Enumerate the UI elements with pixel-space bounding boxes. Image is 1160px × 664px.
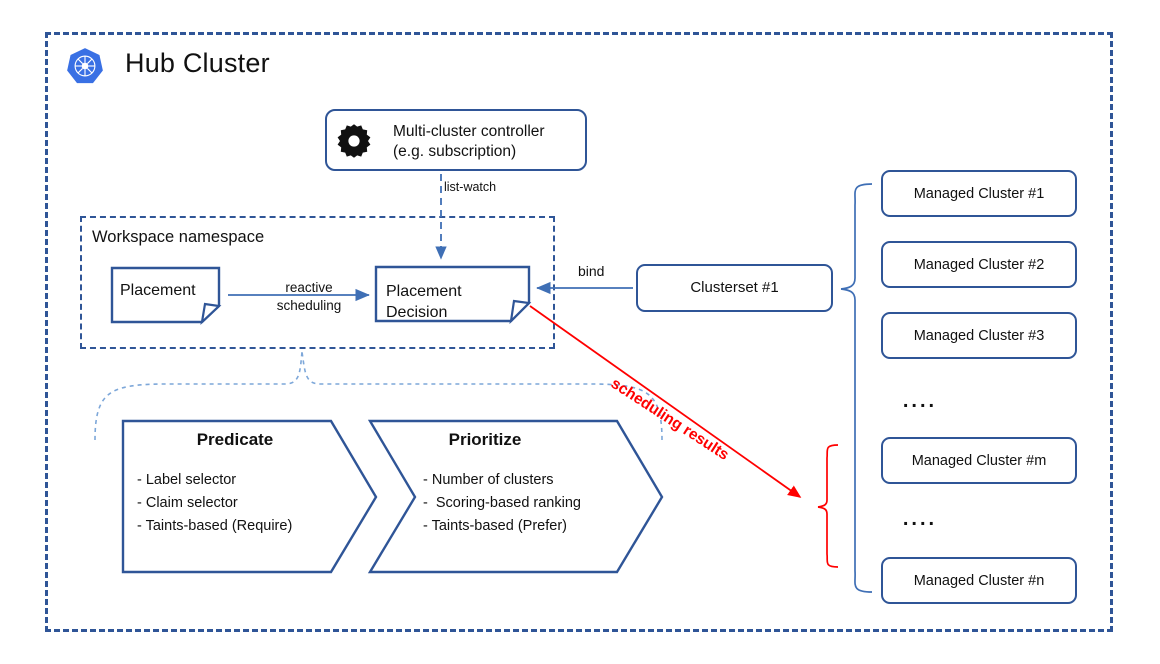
controller-line1: Multi-cluster controller xyxy=(393,123,545,140)
managed-cluster-3-box[interactable] xyxy=(881,312,1077,359)
predicate-title: Predicate xyxy=(196,430,274,449)
managed-cluster-m-box[interactable] xyxy=(881,437,1077,484)
managed-cluster-n-label: Managed Cluster #n xyxy=(913,573,1045,589)
managed-cluster-1-label: Managed Cluster #1 xyxy=(913,186,1045,202)
scheduling-results-brace xyxy=(817,444,839,568)
managed-cluster-ellipsis-top: .... xyxy=(902,390,938,412)
controller-line2: (e.g. subscription) xyxy=(393,143,517,160)
managed-cluster-2-label: Managed Cluster #2 xyxy=(913,257,1045,273)
hub-cluster-frame xyxy=(45,32,1113,632)
page-title: Hub Cluster xyxy=(125,48,270,78)
placement-decision-line1: Placement xyxy=(386,283,462,300)
controller-label: Multi-cluster controller (e.g. subscript… xyxy=(393,122,583,162)
gear-icon xyxy=(337,124,371,158)
reactive-scheduling-label: reactive scheduling xyxy=(254,279,364,315)
placement-decision-document-shape[interactable] xyxy=(374,265,532,325)
placement-document-shape[interactable] xyxy=(110,266,222,326)
placement-decision-line2: Decision xyxy=(386,304,448,321)
clusterset-brace xyxy=(840,183,873,593)
managed-cluster-2-box[interactable] xyxy=(881,241,1077,288)
managed-cluster-ellipsis-bottom: .... xyxy=(902,508,938,530)
managed-cluster-m-label: Managed Cluster #m xyxy=(911,453,1047,469)
prioritize-title: Prioritize xyxy=(448,430,522,449)
managed-cluster-n-box[interactable] xyxy=(881,557,1077,604)
pipeline-brace xyxy=(94,351,663,441)
managed-cluster-1-box[interactable] xyxy=(881,170,1077,217)
predicate-items: - Label selector - Claim selector - Tain… xyxy=(137,472,293,534)
clusterset-box[interactable] xyxy=(636,264,833,312)
list-watch-label: list-watch xyxy=(444,180,497,194)
placement-decision-label: Placement Decision xyxy=(386,281,506,323)
bind-label: bind xyxy=(578,263,605,279)
reactive-line1: reactive xyxy=(285,280,333,295)
prioritize-items: - Number of clusters - Scoring-based ran… xyxy=(423,472,581,534)
kubernetes-icon xyxy=(67,48,103,84)
managed-cluster-3-label: Managed Cluster #3 xyxy=(913,328,1045,344)
placement-label: Placement xyxy=(120,282,196,299)
scheduling-results-arrow xyxy=(529,305,802,498)
workspace-namespace-label: Workspace namespace xyxy=(92,228,265,246)
clusterset-label: Clusterset #1 xyxy=(690,279,779,296)
reactive-line2: scheduling xyxy=(276,298,342,313)
prioritize-chevron-shape[interactable] xyxy=(367,419,664,574)
predicate-chevron-shape[interactable] xyxy=(121,419,378,574)
